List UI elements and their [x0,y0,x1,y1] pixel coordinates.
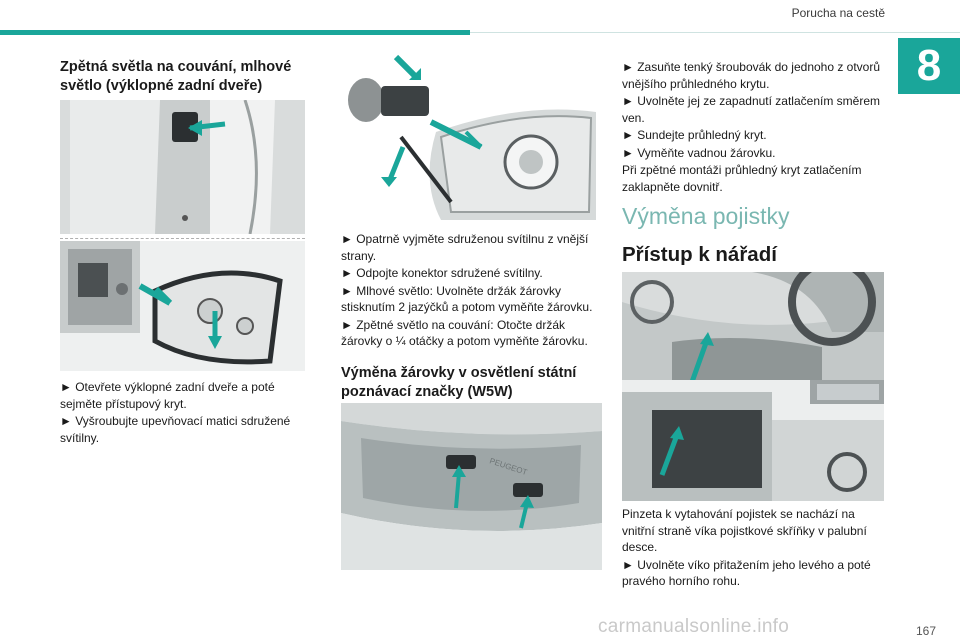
running-header: Porucha na cestě [791,6,885,20]
paragraph: ► Uvolněte víko přitažením jeho levého a… [622,557,871,589]
figure-lamp-bulb-holder [341,52,602,220]
paragraph: ► Vyměňte vadnou žárovku. [622,145,776,160]
page-number: 167 [915,624,936,638]
figure-fuse-tweezers [622,380,884,501]
header-line [470,32,960,33]
section-heading-fuse: Výměna pojistky [622,203,790,229]
subheading-tools: Přístup k nářadí [622,243,777,266]
figure-dashboard-fuse-cover [622,272,884,380]
watermark: carmanualsonline.info [598,616,790,637]
paragraph: ► Mlhové světlo: Uvolněte držák žárovky … [341,283,593,315]
section-heading-licence-plate: Výměna žárovky v osvětlení státní poznáv… [341,364,577,400]
section-heading-reversing-lamps: Zpětná světla na couvání, mlhové světlo … [60,59,292,94]
paragraph: ► Sundejte průhledný kryt. [622,128,767,142]
paragraph: Pinzeta k vytahování pojistek se nachází… [622,507,867,554]
chapter-tab: 8 [898,38,960,94]
figure-licence-plate-lamps: PEUGEOT [341,403,602,570]
paragraph: ► Opatrně vyjměte sdruženou svítilnu z v… [341,232,589,263]
header-bar [0,30,470,35]
paragraph: ► Zasuňte tenký šroubovák do jednoho z o… [622,60,881,91]
paragraph: ► Zpětné světlo na couvání: Otočte držák… [341,317,588,349]
paragraph: ► Odpojte konektor sdružené svítilny. [341,266,543,280]
paragraph: ► Uvolněte jej ze zapadnutí zatlačením s… [622,94,880,125]
column-2-text: ► Opatrně vyjměte sdruženou svítilnu z v… [341,231,602,402]
figure-divider-1 [60,238,305,239]
paragraph: Při zpětné montáži průhledný kryt zatlač… [622,163,862,194]
column-1-text: ► Otevřete výklopné zadní dveře a poté s… [60,379,305,447]
figure-tailgate-access-cover [60,100,305,234]
column-3-text-2: Pinzeta k vytahování pojistek se nachází… [622,506,887,591]
figure-tail-lamp-nut [60,241,305,371]
column-3-text: ► Zasuňte tenký šroubovák do jednoho z o… [622,59,887,196]
paragraph: ► Otevřete výklopné zadní dveře a poté s… [60,380,275,411]
paragraph: ► Vyšroubujte upevňovací matici sdružené… [60,414,291,445]
